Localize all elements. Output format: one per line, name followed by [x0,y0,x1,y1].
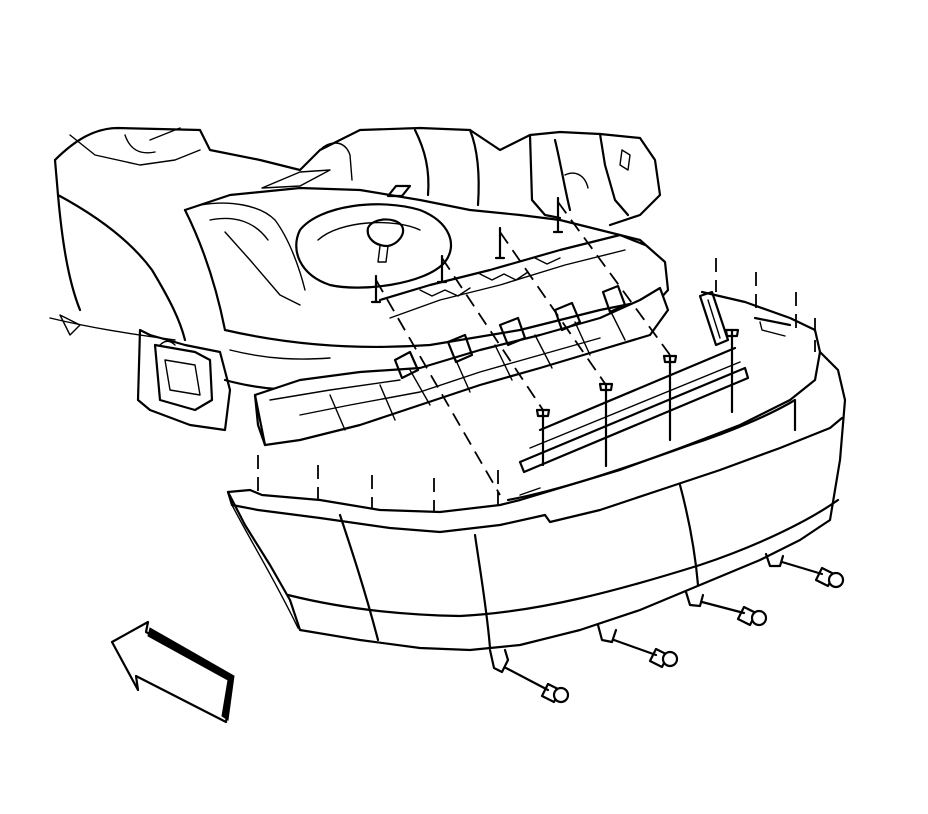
bolt-3 [700,600,768,627]
bolt-2 [612,638,679,669]
front-of-vehicle-arrow [110,620,235,724]
fascia-lower-fasteners [504,560,845,704]
bolt-4 [780,560,845,589]
rear-bumper-fascia [226,290,847,674]
fascia-retainer-bracket [518,290,750,474]
vehicle-rear-body [49,126,670,432]
bumper-energy-absorber [253,196,670,447]
bolt-1 [504,666,570,704]
